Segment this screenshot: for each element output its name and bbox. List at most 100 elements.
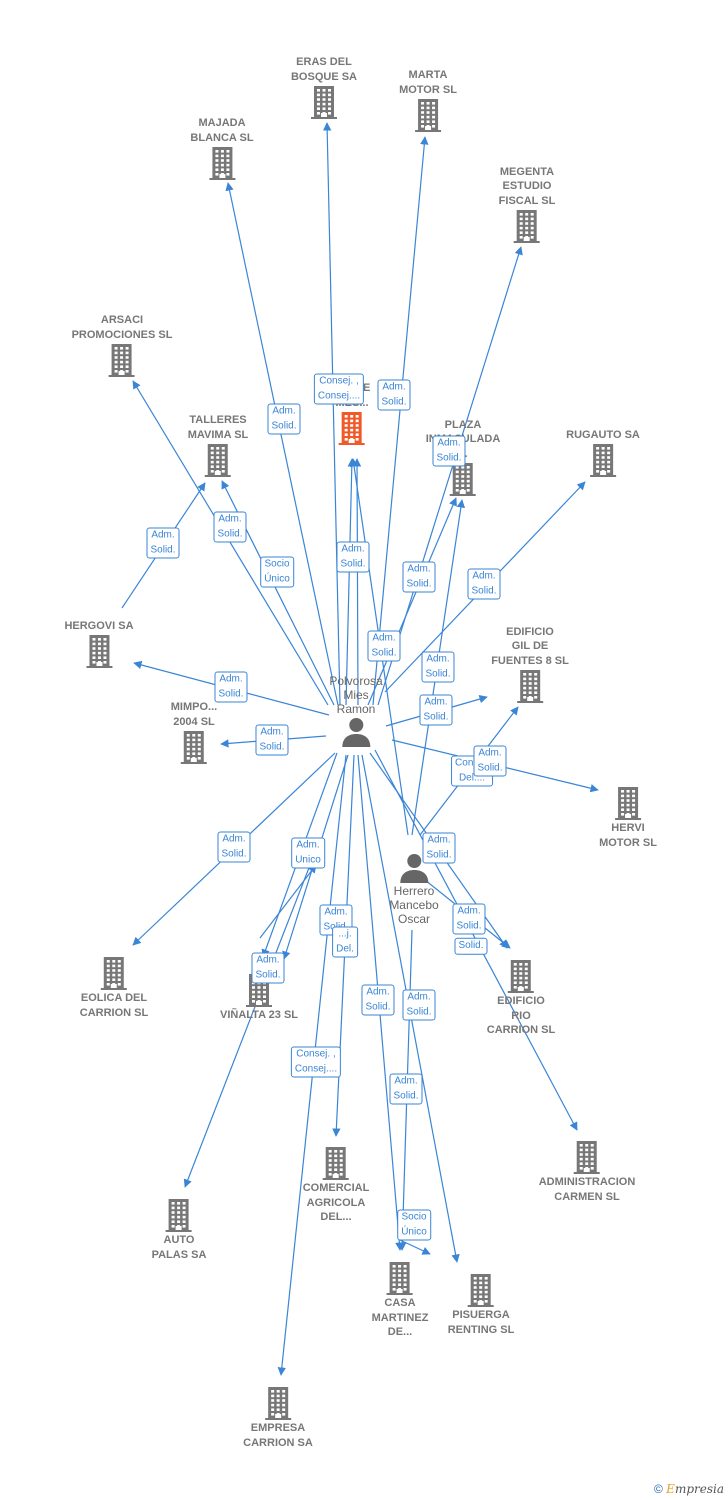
node-label-line: 2004 SL xyxy=(173,715,215,728)
edge-role-label: Adm.Unico xyxy=(291,837,325,869)
edge-role-label-line: Solid. xyxy=(259,741,285,752)
edge-role-label: Adm.Solid. xyxy=(214,671,248,703)
node-label-line: RENTING SL xyxy=(447,1323,515,1336)
node-label-line: PALAS SA xyxy=(151,1248,207,1261)
logo-text: mpresia xyxy=(674,1482,724,1496)
empresia-logo[interactable]: Empresia xyxy=(666,1482,724,1496)
node-label-line: CARRION SL xyxy=(486,1024,556,1036)
edge-role-label-line: Solid. xyxy=(221,848,247,859)
edge-role-label-line: Solid. xyxy=(218,688,244,699)
edge-role-label-line: Consej.... xyxy=(317,390,361,401)
edge-role-label-line: Adm. xyxy=(407,563,431,575)
edge-role-label-line: Consej. xyxy=(455,757,489,769)
node-label-line: MEGENTA xyxy=(499,165,555,178)
edge-role-label: Adm.Solid. xyxy=(402,989,436,1021)
node-label-line: EMPRESA xyxy=(250,1422,306,1434)
node-label-line: VIÑALTA 23 SL xyxy=(219,1009,299,1021)
edge-role-label: ...j.Del. xyxy=(332,926,358,958)
edge-role-label: Adm. Solid. xyxy=(402,561,436,593)
person-icon xyxy=(389,852,438,884)
edge-role-label: Consej. , Consej.... xyxy=(290,1046,342,1078)
edge-role-label-line: ...j. xyxy=(338,928,352,940)
building-icon xyxy=(539,1139,636,1175)
edge-role-label-line: Adm. xyxy=(366,986,390,998)
edge-role-label: Adm.Solid. xyxy=(467,568,501,600)
relationship-edge xyxy=(399,1239,431,1255)
node-label-line: AGRICOLA xyxy=(306,1196,366,1209)
edge-role-label-line: Consej. , xyxy=(296,1048,336,1060)
edge-role-label: Adm.Solid. xyxy=(213,511,247,543)
building-icon xyxy=(599,785,657,821)
edge-role-label-line: Único xyxy=(401,1226,427,1237)
edge-role-label: Consej. ,Consej.... xyxy=(313,373,365,405)
edge-role-label-line: Solid. xyxy=(406,578,432,589)
edge-role-label-line: Adm. xyxy=(437,437,461,449)
node-label-line: BOSQUE SA xyxy=(290,70,358,83)
building-icon xyxy=(243,1385,313,1421)
node-label-line: PROMOCIONES SL xyxy=(71,328,173,341)
node-label-line: FISCAL SL xyxy=(498,194,556,207)
node-mimpo[interactable]: MIMPO... 2004 SL xyxy=(171,700,217,765)
edge-role-label: Adm. Solid. xyxy=(255,724,289,756)
edge-role-label-line: Adm. xyxy=(260,726,284,738)
edge-role-label: Adm.Solid. xyxy=(452,903,486,935)
edge-role-label: Adm.Solid. xyxy=(377,379,411,411)
person-icon xyxy=(329,716,382,748)
node-label-line: Mies xyxy=(343,688,369,702)
node-label-line: ARSACI xyxy=(100,314,144,326)
relationship-edge xyxy=(183,859,313,1188)
edge-role-label-line: Solid. xyxy=(371,647,397,658)
edge-role-label-line: Solid. xyxy=(255,969,281,980)
building-icon xyxy=(566,442,640,478)
node-label-line: CARRION SL xyxy=(79,1006,149,1019)
edge-role-label-line: Socio xyxy=(264,558,290,570)
building-icon xyxy=(188,442,249,478)
relationship-edge xyxy=(367,497,457,706)
building-icon xyxy=(303,1145,370,1181)
node-hergovi[interactable]: HERGOVI SA xyxy=(64,619,134,670)
node-label-line: MOTOR SL xyxy=(599,836,657,849)
edge-role-label-line: Adm. xyxy=(324,906,348,918)
edge-role-label-line: Solid. xyxy=(477,762,503,773)
node-label-line: DE... xyxy=(387,1326,413,1338)
node-arsaci[interactable]: ARSACI PROMOCIONES SL xyxy=(71,313,173,378)
node-label-line: EDIFICIO xyxy=(506,625,554,638)
node-label-line: DEL... xyxy=(320,1211,352,1223)
edge-role-label: Adm.Solid. xyxy=(146,527,180,559)
node-megenta[interactable]: MEGENTA ESTUDIO FISCAL SL xyxy=(498,165,556,245)
edge-role-label-line: Solid. xyxy=(425,668,451,679)
building-icon xyxy=(291,84,357,120)
node-label-line: ESTUDIO xyxy=(502,180,552,192)
edge-role-label-line: Adm. xyxy=(272,405,296,417)
edge-role-label-line: Consej.... xyxy=(294,1063,338,1074)
node-label-line: BLANCA SL xyxy=(190,131,254,144)
node-rugauto[interactable]: RUGAUTO SA xyxy=(566,428,640,479)
edge-role-label: Adm.Solid. xyxy=(367,630,401,662)
node-label-line: MIMPO... xyxy=(170,701,218,713)
relationship-edge xyxy=(225,182,339,706)
